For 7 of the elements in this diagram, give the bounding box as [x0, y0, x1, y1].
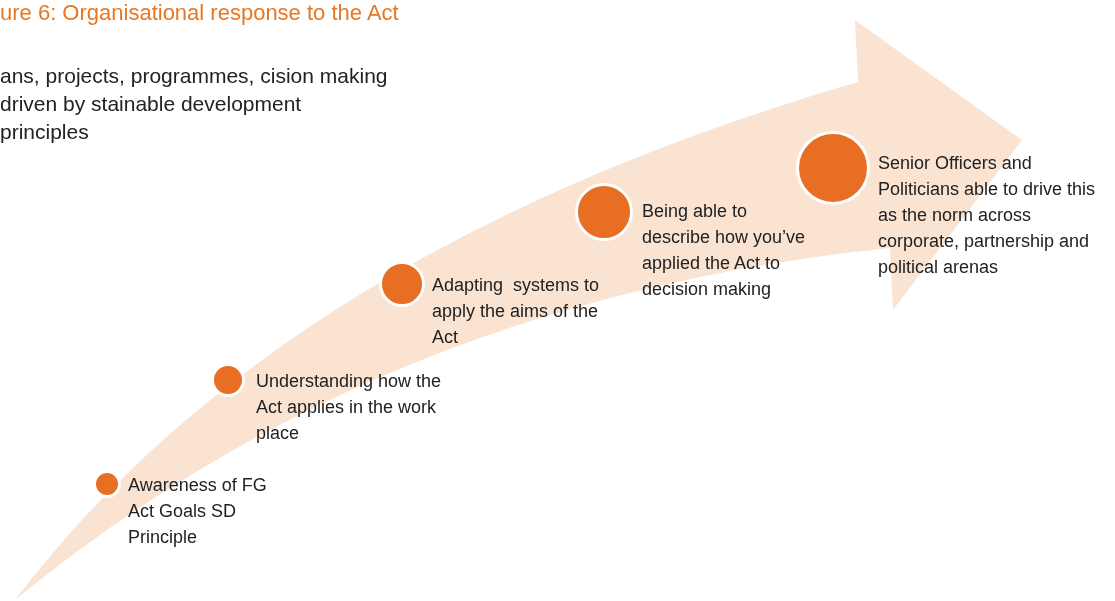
step-text: Adapting systems to apply the aims of the Act — [432, 274, 601, 349]
description-text: ans, projects, programmes, cision making driven by stainable development principles — [0, 63, 389, 145]
step-text: Awareness of FG Act Goals SD Principle — [128, 474, 268, 549]
step-text: Understanding how the Act applies in the work place — [256, 370, 443, 445]
figure-title: ure 6: Organisational response to the Act — [0, 0, 399, 26]
step-text: Being able to describe how you’ve applied the Act to decision making — [642, 200, 807, 301]
step-text: Senior Officers and Politicians able to drive this as the norm across corporate, partnership and political arenas — [878, 152, 1097, 279]
